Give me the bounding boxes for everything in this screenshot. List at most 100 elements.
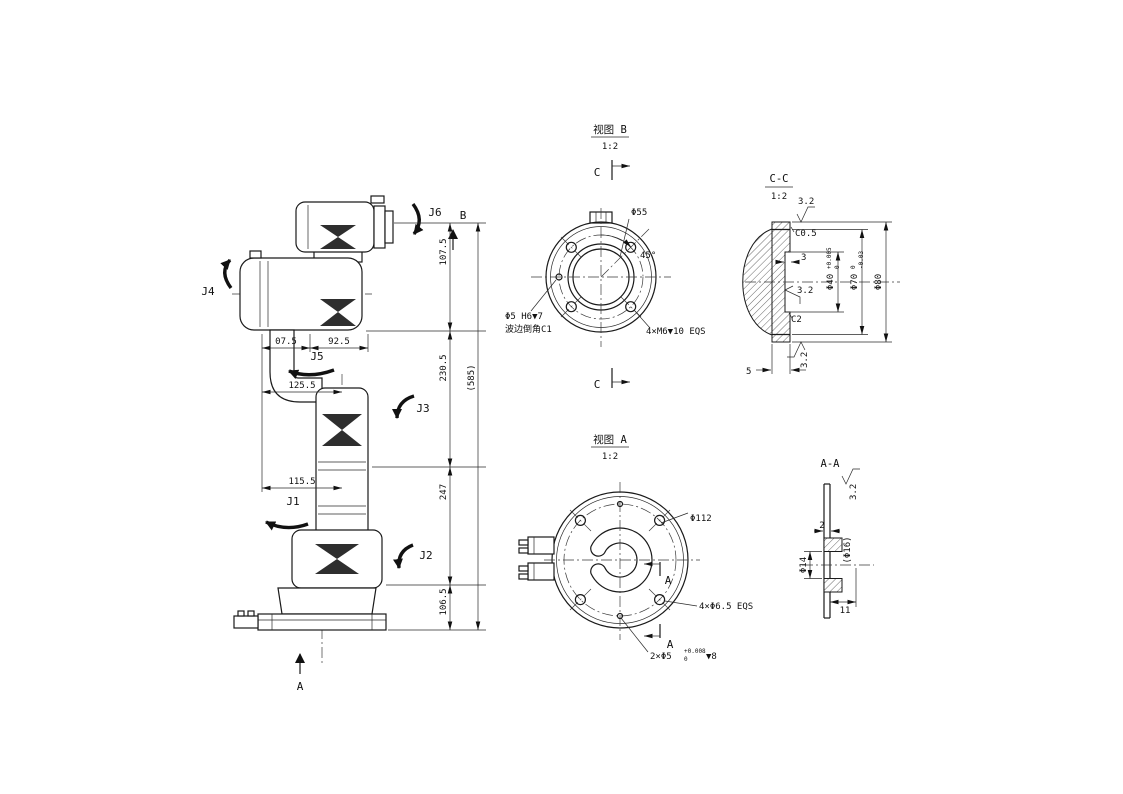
dim-dia80-group: Φ80	[874, 274, 884, 290]
base-neck	[277, 587, 377, 615]
connector-pin	[247, 610, 255, 617]
dim-247: 247	[439, 484, 449, 500]
link2-nub	[249, 250, 262, 259]
j1-rotation-arrow	[265, 520, 309, 531]
shoulder-joint-cover	[315, 544, 359, 559]
finish-symbol-bore	[784, 285, 801, 304]
link1-nub	[370, 195, 385, 204]
label-j3: J3	[416, 402, 429, 415]
label-j2: J2	[419, 549, 432, 562]
dim-125-5: 125.5	[288, 381, 315, 391]
dowel-tol-lo: 0	[684, 656, 688, 663]
j3-rotation-arrow	[392, 394, 415, 419]
joint-annotations: J6 J4 J5 J3 J1 J2 B A	[201, 202, 467, 693]
wrist-joint-cover	[320, 225, 356, 237]
cut-label-a-top: A	[665, 574, 672, 587]
base-plate	[257, 613, 387, 631]
view-a: 视图 A 1:2 Φ112 4×Φ6.5 EQS 2×Φ5 +0.008 0 ▼…	[518, 433, 753, 663]
dia70-tol-lo: -0.03	[858, 251, 865, 269]
robot-side-view	[232, 195, 394, 664]
view-b: 视图 B 1:2 C 45° Φ55 Φ5 H6▼7 波边倒角C1 4×M6▼1…	[505, 123, 706, 391]
cut-label-a-bottom: A	[667, 638, 674, 651]
cut-label-c-bottom: C	[594, 378, 601, 391]
view-b-title: 视图 B	[593, 123, 627, 136]
dim-dia80: Φ80	[874, 274, 884, 290]
m6-hole	[565, 301, 577, 313]
arm-body-section	[742, 228, 773, 336]
m6-hole	[565, 241, 577, 253]
view-a-title: 视图 A	[593, 433, 627, 446]
dim-dia14: Φ14	[799, 557, 809, 573]
angle-arc	[600, 234, 632, 248]
dim-92-5: 92.5	[328, 337, 350, 347]
dim-depth-3: 3	[801, 253, 806, 263]
dowel-hole	[616, 500, 624, 508]
base-tab	[527, 536, 555, 555]
tool-flange	[373, 205, 386, 249]
tab-pin	[518, 539, 529, 546]
boss-section-lower	[823, 578, 843, 593]
label-j4: J4	[201, 285, 215, 298]
robot-dimensions: 107.5 230.5 247 106.5 (585) 07.5 92.5 12…	[261, 222, 486, 631]
mount-hole	[574, 593, 587, 606]
dim-dia16: (Φ16)	[843, 536, 853, 563]
finish-symbol-aa	[841, 468, 860, 485]
wrist2-joint-cover	[320, 299, 356, 312]
finish-bore: 3.2	[797, 286, 813, 296]
connector-pin	[237, 610, 245, 617]
dia40-tol-hi: +0.005	[826, 247, 833, 269]
dim-thickness-5: 5	[746, 367, 751, 377]
cut-label-c-top: C	[594, 166, 601, 179]
dowel-tol-hi: +0.008	[684, 648, 706, 655]
link2-body	[239, 257, 363, 331]
dowel-hole	[616, 612, 624, 620]
label-j6: J6	[428, 206, 441, 219]
dia70-tol-hi: 0	[850, 265, 857, 269]
dim-07-5: 07.5	[275, 337, 297, 347]
finish-bottom: 3.2	[800, 352, 810, 368]
label-j5: J5	[310, 350, 323, 363]
m6-hole	[625, 301, 637, 313]
base-tab	[527, 562, 555, 581]
dim-585: (585)	[467, 364, 477, 391]
mount-hole-note: 4×Φ6.5 EQS	[699, 602, 753, 612]
section-cc-scale: 1:2	[771, 192, 787, 202]
pin-hole-note-1: Φ5 H6▼7	[505, 312, 543, 322]
chamfer-c05: C0.5	[795, 229, 817, 239]
dowel-note: 2×Φ5	[650, 652, 672, 662]
upper-arm	[315, 387, 369, 543]
base-connector	[233, 615, 259, 629]
mount-hole	[653, 593, 666, 606]
dim-107-5: 107.5	[439, 238, 449, 265]
dowel-depth: ▼8	[706, 652, 717, 662]
elbow-joint-cover	[322, 414, 362, 430]
dim-dia40-group: Φ40 +0.005 0	[826, 247, 841, 290]
section-aa-title: A-A	[821, 458, 841, 470]
dim-230-5: 230.5	[439, 354, 449, 381]
tab-pin	[518, 565, 529, 572]
finish-aa: 3.2	[849, 484, 859, 500]
datum-b-label: B	[460, 209, 467, 222]
section-cc: C-C 1:2 Φ40 +0.005 0 Φ70 0 -0.03 Φ80 3.2…	[742, 173, 900, 377]
dim-11: 11	[840, 606, 851, 616]
finish-symbol-bottom	[787, 341, 806, 358]
dia-55: Φ55	[631, 208, 647, 218]
m6-note: 4×M6▼10 EQS	[646, 327, 706, 337]
view-b-scale: 1:2	[602, 142, 618, 152]
mount-hole	[574, 514, 587, 527]
tab-pin	[518, 573, 529, 580]
dim-dia70-group: Φ70 0 -0.03	[850, 251, 865, 291]
dim-115-5: 115.5	[288, 477, 315, 487]
dia40-tol-lo: 0	[834, 265, 841, 269]
flange-section	[771, 221, 791, 343]
finish-top: 3.2	[798, 197, 814, 207]
dia-112: Φ112	[690, 514, 712, 524]
dim-dia70: Φ70	[850, 274, 860, 290]
j5-rotation-arrow	[288, 368, 335, 379]
finish-symbol-top	[796, 206, 815, 223]
section-aa: A-A Φ14 (Φ16) 2 11 3.2	[799, 458, 874, 619]
j2-rotation-arrow	[392, 543, 414, 569]
section-cc-title: C-C	[770, 173, 789, 185]
chamfer-c2: C2	[791, 315, 802, 325]
